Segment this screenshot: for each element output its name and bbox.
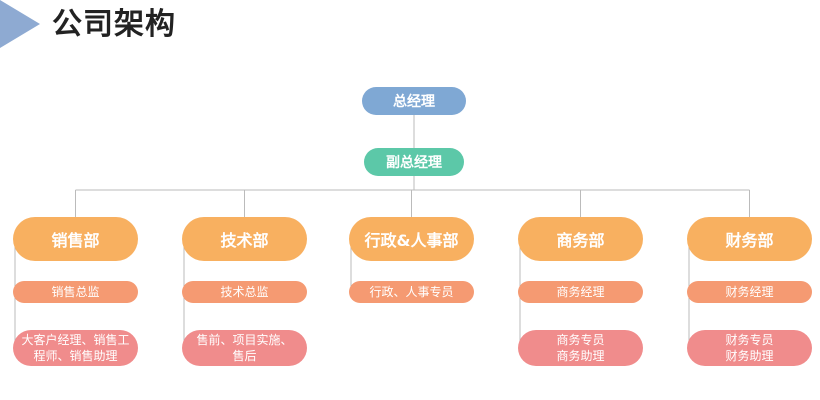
deputy-manager-node: 副总经理	[364, 148, 464, 176]
role-node-3-1: 商务专员 商务助理	[518, 330, 643, 366]
department-node-2: 行政&人事部	[349, 217, 474, 261]
role-node-3-0: 商务经理	[518, 281, 643, 303]
page-title: 公司架构	[52, 7, 176, 42]
department-node-3: 商务部	[518, 217, 643, 261]
role-node-0-0: 销售总监	[13, 281, 138, 303]
department-node-0: 销售部	[13, 217, 138, 261]
department-node-4: 财务部	[687, 217, 812, 261]
role-node-4-0: 财务经理	[687, 281, 812, 303]
general-manager-node: 总经理	[362, 87, 466, 115]
role-node-0-1: 大客户经理、销售工 程师、销售助理	[13, 330, 138, 366]
title-arrow-icon	[0, 0, 40, 48]
role-node-1-1: 售前、项目实施、 售后	[182, 330, 307, 366]
department-node-1: 技术部	[182, 217, 307, 261]
role-node-1-0: 技术总监	[182, 281, 307, 303]
role-node-2-0: 行政、人事专员	[349, 281, 474, 303]
role-node-4-1: 财务专员 财务助理	[687, 330, 812, 366]
